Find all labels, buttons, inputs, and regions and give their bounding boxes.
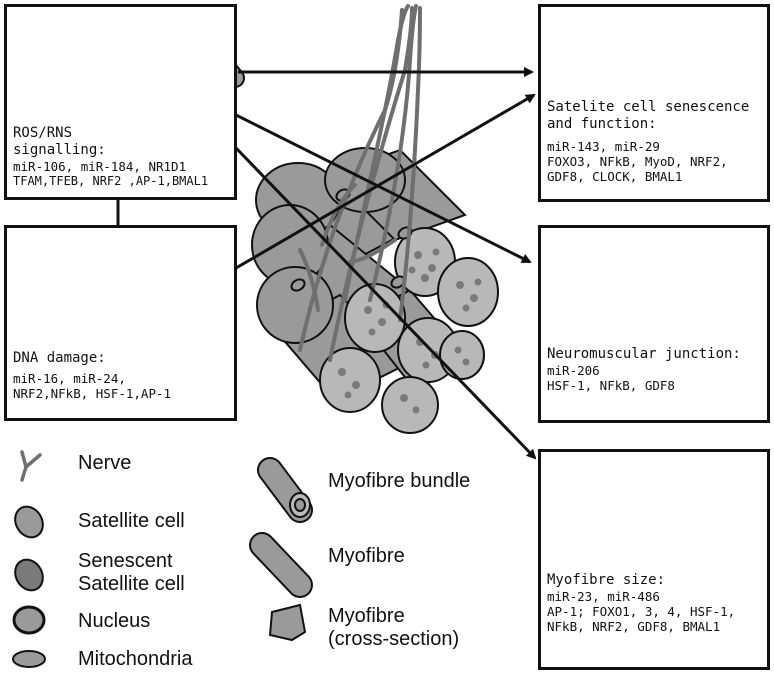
senescence-box: Satelite cell senescence and function: m… bbox=[538, 4, 770, 202]
dna-box-line-1: miR-16, miR-24, bbox=[13, 371, 126, 386]
myofibre-bundle-icon bbox=[257, 457, 313, 523]
myofibre-size-box: Myofibre size: miR-23, miR-486 AP-1; FOX… bbox=[538, 449, 770, 670]
legend-icons bbox=[12, 450, 313, 668]
nmj-box-line-1: miR-206 bbox=[547, 363, 600, 378]
legend-label-myofibre-cross-section: Myofibre (cross-section) bbox=[328, 605, 460, 650]
senescence-box-heading-2: and function: bbox=[547, 116, 657, 132]
senescence-box-line-2: FOXO3, NFkB, MyoD, NRF2, bbox=[547, 154, 728, 169]
nmj-box-line-2: HSF-1, NFkB, GDF8 bbox=[547, 378, 675, 393]
senescent-satellite-cell-icon bbox=[14, 558, 44, 592]
senescence-box-line-3: GDF8, CLOCK, BMAL1 bbox=[547, 169, 683, 184]
myofibre-cross-section-icon bbox=[268, 603, 307, 642]
dna-box-line-2: NRF2,NFkB, HSF-1,AP-1 bbox=[13, 386, 172, 401]
senescence-box-line-1: miR-143, miR-29 bbox=[547, 139, 660, 154]
ros-box-line-2: miR-106, miR-184, NR1D1 bbox=[13, 159, 187, 174]
ros-box-line-3: TFAM,TFEB, NRF2 ,AP-1,BMAL1 bbox=[13, 174, 209, 188]
senescence-box-heading-1: Satelite cell senescence bbox=[547, 99, 750, 115]
nmj-box-heading: Neuromuscular junction: bbox=[547, 346, 741, 362]
size-box-line-2: AP-1; FOXO1, 3, 4, HSF-1, bbox=[547, 604, 736, 619]
mitochondria-icon bbox=[12, 650, 46, 668]
size-box-line-3: NFkB, NRF2, GDF8, BMAL1 bbox=[547, 619, 721, 634]
arrows bbox=[113, 67, 537, 460]
legend-label-mitochondria: Mitochondria bbox=[78, 648, 193, 670]
legend-label-senescent-satellite-cell: Senescent Satellite cell bbox=[78, 550, 185, 595]
nucleus-icon bbox=[12, 605, 46, 635]
legend-label-nucleus: Nucleus bbox=[78, 610, 151, 632]
legend-label-satellite-cell: Satellite cell bbox=[78, 510, 185, 532]
legend-label-myofibre-bundle: Myofibre bundle bbox=[328, 470, 471, 492]
size-box-line-1: miR-23, miR-486 bbox=[547, 589, 660, 604]
size-box-heading: Myofibre size: bbox=[547, 572, 666, 588]
nerve-fibres bbox=[298, 4, 422, 362]
myofibre-icon bbox=[249, 532, 313, 598]
ros-box-heading: ROS/RNS bbox=[13, 125, 73, 141]
neuromuscular-junction-box: Neuromuscular junction: miR-206 HSF-1, N… bbox=[538, 225, 770, 423]
legend-label-nerve: Nerve bbox=[78, 452, 132, 474]
satellite-cell-icon bbox=[14, 505, 44, 539]
central-myofibre-bundle bbox=[251, 147, 499, 434]
legend-label-myofibre: Myofibre bbox=[328, 545, 405, 567]
ros-signalling-box: ROS/RNS signalling: miR-106, miR-184, NR… bbox=[4, 4, 237, 200]
nerve-icon bbox=[20, 450, 42, 482]
dna-box-heading: DNA damage: bbox=[13, 350, 106, 366]
ros-box-line-1: signalling: bbox=[13, 142, 106, 158]
dna-damage-box: DNA damage: miR-16, miR-24, NRF2,NFkB, H… bbox=[4, 225, 237, 421]
